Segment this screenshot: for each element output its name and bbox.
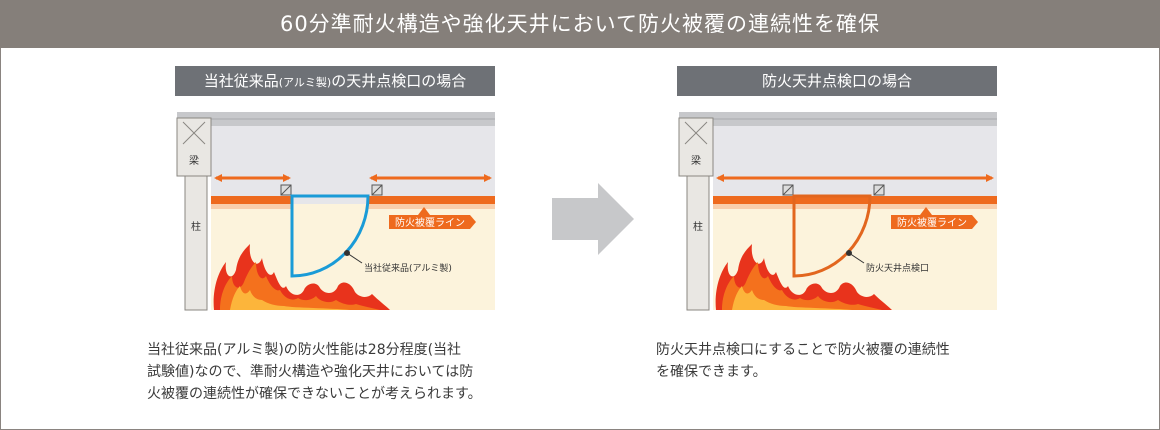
left-product-label: 当社従来品(アルミ製) <box>364 262 452 274</box>
right-caption-line: を確保できます。 <box>656 364 767 380</box>
right-product-label: 防火天井点検口 <box>866 262 929 274</box>
left-caption-line: 火被覆の連続性が確保できないことが考えられます。 <box>147 386 482 402</box>
right-caption: 防火天井点検口にすることで防火被覆の連続性 を確保できます。 <box>656 339 950 383</box>
right-fire-line <box>713 196 997 204</box>
left-beam-label: 梁 <box>189 154 199 167</box>
left-scene: 梁 柱 防火被覆ライン 当社従来品(アルミ製) <box>176 112 495 311</box>
right-column-label: 柱 <box>693 220 703 233</box>
left-column-label: 柱 <box>191 220 201 233</box>
right-caption-line: 防火天井点検口にすることで防火被覆の連続性 <box>656 342 950 358</box>
left-caption-line: 試験値)なので、準耐火構造や強化天井においては防 <box>147 364 474 380</box>
left-title-rest: の天井点検口の場合 <box>331 72 467 90</box>
left-flames <box>213 244 390 310</box>
right-scene: 梁 柱 防火被覆ライン 防火天井点検口 <box>678 112 997 311</box>
right-column <box>686 175 710 311</box>
right-ceiling-space <box>713 126 997 196</box>
center-arrow-icon <box>552 183 634 255</box>
right-panel-title: 防火天井点検口の場合 <box>677 66 997 96</box>
left-beam <box>176 117 212 177</box>
left-title-main: 当社従来品 <box>203 72 279 90</box>
right-beam-label: 梁 <box>691 154 701 167</box>
right-flames <box>715 244 892 310</box>
left-panel-title: 当社従来品(アルミ製)の天井点検口の場合 <box>175 66 495 96</box>
right-beam <box>678 117 714 177</box>
left-fire-badge <box>389 215 476 229</box>
right-fire-badge <box>891 215 978 229</box>
left-title-small: (アルミ製) <box>278 76 332 89</box>
left-ceiling-space <box>211 126 495 196</box>
page-title: 60分準耐火構造や強化天井において防火被覆の連続性を確保 <box>0 0 1160 48</box>
left-caption-line: 当社従来品(アルミ製)の防火性能は28分程度(当社 <box>147 342 462 358</box>
left-fire-line-label: 防火被覆ライン <box>395 216 465 229</box>
left-column <box>184 175 208 311</box>
right-fire-line-label: 防火被覆ライン <box>897 216 967 229</box>
left-caption: 当社従来品(アルミ製)の防火性能は28分程度(当社 試験値)なので、準耐火構造や… <box>147 339 482 405</box>
